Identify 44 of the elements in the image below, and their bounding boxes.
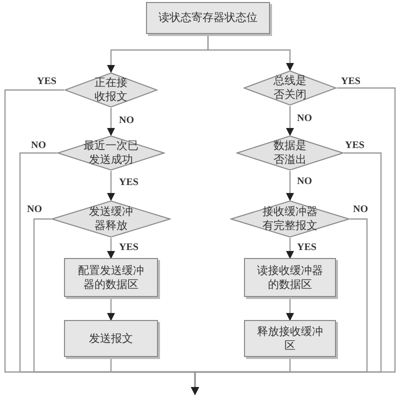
decision-diamond: [243, 70, 337, 106]
edge-label: NO: [26, 204, 43, 215]
process-box: [64, 258, 158, 297]
node-label: 配置发送缓冲器的数据区: [77, 264, 145, 292]
edge-label: YES: [118, 177, 140, 188]
process-box: [244, 320, 336, 357]
node-label: 读状态寄存器状态位: [158, 11, 258, 25]
process-box: [64, 320, 158, 357]
decision-diamond: [236, 135, 344, 171]
node-label: 数据是否溢出: [272, 139, 308, 167]
decision-diamond: [230, 200, 350, 238]
edge-label: NO: [30, 140, 47, 151]
arrow: [207, 34, 294, 71]
node-label: 总线是否关闭: [272, 74, 308, 102]
arrow: [286, 238, 294, 259]
decision-diamond: [57, 135, 165, 171]
decision-diamond: [51, 200, 171, 238]
edge-label: YES: [296, 242, 318, 253]
edge-label: YES: [118, 242, 140, 253]
arrow: [107, 238, 115, 259]
node-label: 最近一次已发送成功: [82, 139, 140, 167]
node-label: 释放接收缓冲区: [256, 324, 324, 352]
edge-label: YES: [36, 76, 58, 87]
arrow: [107, 108, 115, 136]
arrow: [107, 171, 115, 201]
node-label: 接收缓冲器有完整报文: [262, 205, 318, 233]
arrow: [286, 297, 294, 321]
node-label: 发送缓冲器释放: [88, 205, 134, 233]
process-box: [244, 258, 336, 297]
decision-diamond: [64, 72, 158, 108]
arrow: [191, 357, 291, 395]
edge-label: NO: [118, 115, 135, 126]
arrow: [286, 171, 294, 201]
node-label: 读接收缓冲器的数据区: [256, 264, 324, 292]
node-label: 正在接收报文: [94, 76, 128, 104]
edge-label: NO: [296, 176, 313, 187]
edge-label: NO: [296, 113, 313, 124]
process-box: [146, 2, 270, 34]
arrow: [286, 106, 294, 136]
arrow: [107, 297, 115, 321]
edge-label: YES: [344, 140, 366, 151]
edge-label: NO: [352, 204, 369, 215]
edge-label: YES: [340, 76, 362, 87]
node-label: 发送报文: [89, 332, 133, 346]
